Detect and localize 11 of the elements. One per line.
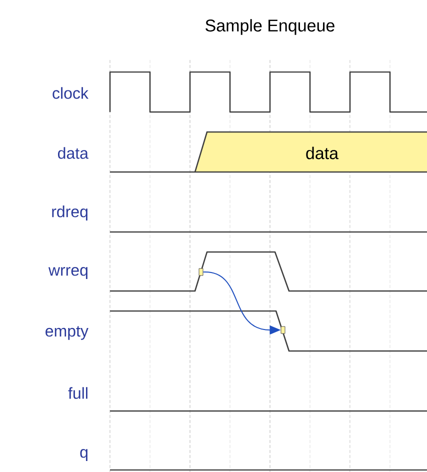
title: Sample Enqueue xyxy=(206,19,334,35)
signal-name: empty xyxy=(46,326,88,340)
signal-name: data xyxy=(58,147,88,159)
edge-marker xyxy=(280,326,286,334)
signal-name: q xyxy=(80,449,88,461)
edge-marker xyxy=(198,268,204,276)
signal-name: full xyxy=(68,387,88,399)
signal-name: wrreq xyxy=(48,267,88,279)
bus-value-box: data xyxy=(194,131,427,173)
signal-name: rdreq xyxy=(52,206,88,220)
signal-name: clock xyxy=(52,87,88,99)
